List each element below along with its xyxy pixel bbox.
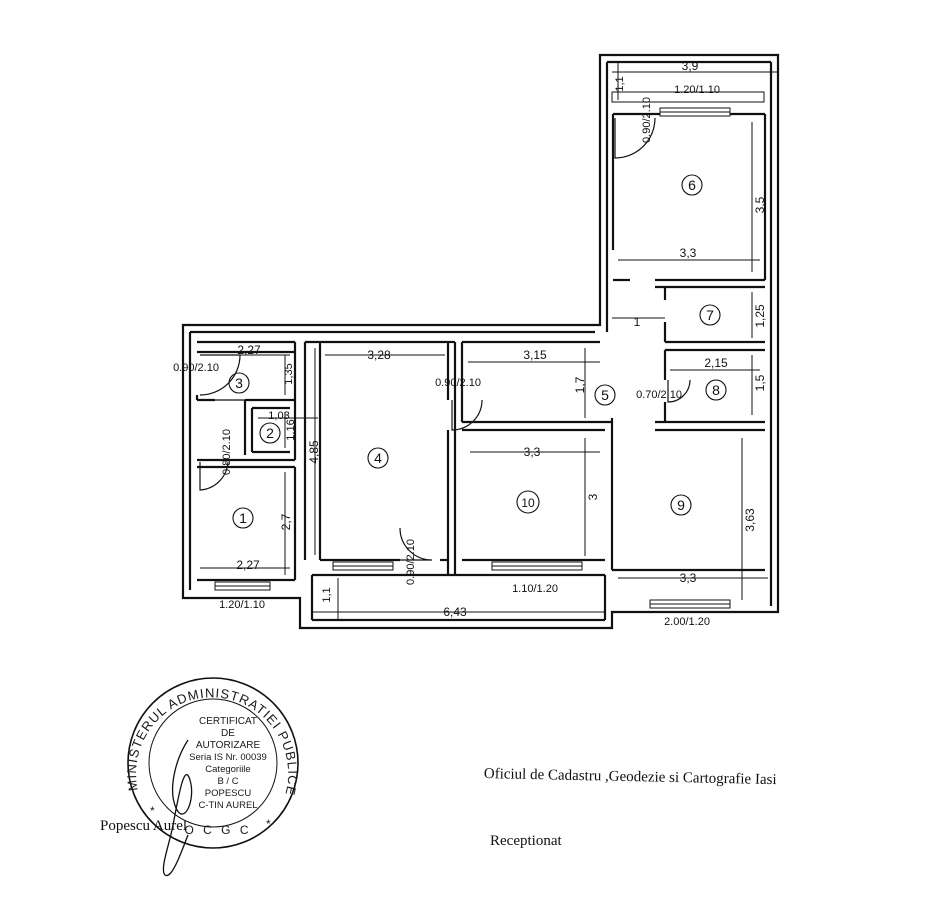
opening-labels: 1.20/1.10 0.90/2.10 0.90/2.10 0.80/2.10 …: [173, 84, 720, 628]
window-top: [611, 91, 765, 103]
room-circle-3: [228, 372, 250, 394]
dim-r2-width: 1,03: [268, 410, 289, 422]
dim-r10-width: 3,3: [524, 445, 541, 459]
signature: [162, 739, 193, 876]
dim-r2-height: 1,16: [285, 419, 297, 440]
dim-r5-height: 1,7: [573, 376, 587, 393]
label-win-r10: 1.10/1.20: [512, 583, 558, 595]
room-number-7: 7: [706, 307, 714, 323]
room-number-9: 9: [677, 497, 685, 513]
door-r6: [614, 117, 656, 159]
dim-top-width: 3,9: [682, 59, 699, 73]
label-door-r8: 0.70/2.10: [636, 389, 682, 401]
room-number-1: 1: [239, 510, 247, 526]
dim-r7-height: 1,25: [753, 304, 767, 328]
room-circle-1: [232, 507, 254, 529]
stamp-line-6: B / C: [217, 776, 238, 787]
room-circle-2: [259, 422, 281, 444]
room-number-4: 4: [374, 450, 382, 466]
stamp-star-left: *: [150, 804, 155, 818]
dim-r8-width: 2,15: [704, 356, 728, 370]
received-label: Receptionat: [490, 833, 562, 849]
windows: [214, 91, 765, 609]
dimension-texts: 3,9 1,1 3,5 3,3 1,25 1 2,15 1,5 3,63 3,3…: [236, 59, 767, 619]
dim-bottom-length: 6,43: [443, 605, 467, 619]
room-number-10: 10: [521, 496, 535, 510]
dim-r4-height: 4,85: [307, 440, 321, 464]
stamp-line-4: Seria IS Nr. 00039: [189, 752, 267, 763]
room-number-2: 2: [266, 425, 274, 441]
dim-r5-width: 3,15: [523, 348, 547, 362]
stamp-line-8: C-TIN AUREL: [198, 800, 257, 811]
room-circle-6: [681, 174, 703, 196]
dim-hall-short: 1: [634, 315, 641, 329]
door-r4: [451, 399, 483, 431]
dim-bottom-offset: 1,1: [321, 587, 333, 602]
room-circle-9: [670, 494, 692, 516]
signature-name: Popescu Aurel: [100, 818, 188, 834]
stamp-line-7: POPESCU: [205, 788, 252, 799]
label-win-r6: 1.20/1.10: [674, 84, 720, 96]
stamp-bottom: O C G C: [184, 823, 251, 837]
dim-r10-height: 3: [586, 493, 600, 500]
dim-r1-width: 2,27: [236, 558, 260, 572]
room-circle-8: [705, 379, 727, 401]
room-number-6: 6: [688, 177, 696, 193]
label-door-r3: 0.90/2.10: [173, 362, 219, 374]
room-number-5: 5: [601, 387, 609, 403]
door-r4-bottom: [399, 527, 433, 561]
dim-r6-width: 3,3: [680, 246, 697, 260]
room-circle-5: [594, 384, 616, 406]
dim-r1-height: 2,7: [279, 513, 293, 530]
dim-r8-height: 1,5: [753, 374, 767, 391]
room-circle-10: [516, 490, 540, 514]
label-door-r1: 0.80/2.10: [221, 429, 233, 475]
stamp-line-5: Categoriile: [205, 764, 250, 775]
dim-r3-width: 2,27: [237, 343, 261, 357]
dim-r6-height: 3,5: [753, 196, 767, 213]
label-door-r4-bottom: 0.90/2.10: [405, 539, 417, 585]
dim-r9-height: 3,63: [743, 508, 757, 532]
doors: [199, 117, 691, 561]
door-r3: [199, 354, 241, 396]
dimension-lines: [200, 62, 778, 620]
stamp-line-1: CERTIFICAT: [199, 716, 257, 727]
room-labels: 6 7 8 5 9 10 4 3 2 1: [228, 174, 727, 529]
dim-r4-width: 3,28: [367, 348, 391, 362]
room-circle-7: [699, 304, 721, 326]
stamp-star-right: *: [266, 817, 271, 831]
label-win-r1: 1.20/1.10: [219, 599, 265, 611]
stamp-line-2: DE: [221, 728, 235, 739]
label-win-r9: 2.00/1.20: [664, 616, 710, 628]
label-door-r6: 0.90/2.10: [641, 97, 653, 143]
room-number-8: 8: [712, 382, 720, 398]
stamp-line-3: AUTORIZARE: [196, 740, 261, 751]
dim-r9-width: 3,3: [680, 571, 697, 585]
label-door-r4: 0.90/2.10: [435, 377, 481, 389]
room-number-3: 3: [235, 375, 243, 391]
door-r1: [199, 461, 229, 491]
dim-top-offset: 1,1: [614, 76, 626, 91]
door-r8: [667, 379, 691, 403]
dim-r3-height: 1,35: [283, 363, 295, 384]
room-circle-4: [367, 447, 389, 469]
exterior-walls: [181, 53, 780, 630]
